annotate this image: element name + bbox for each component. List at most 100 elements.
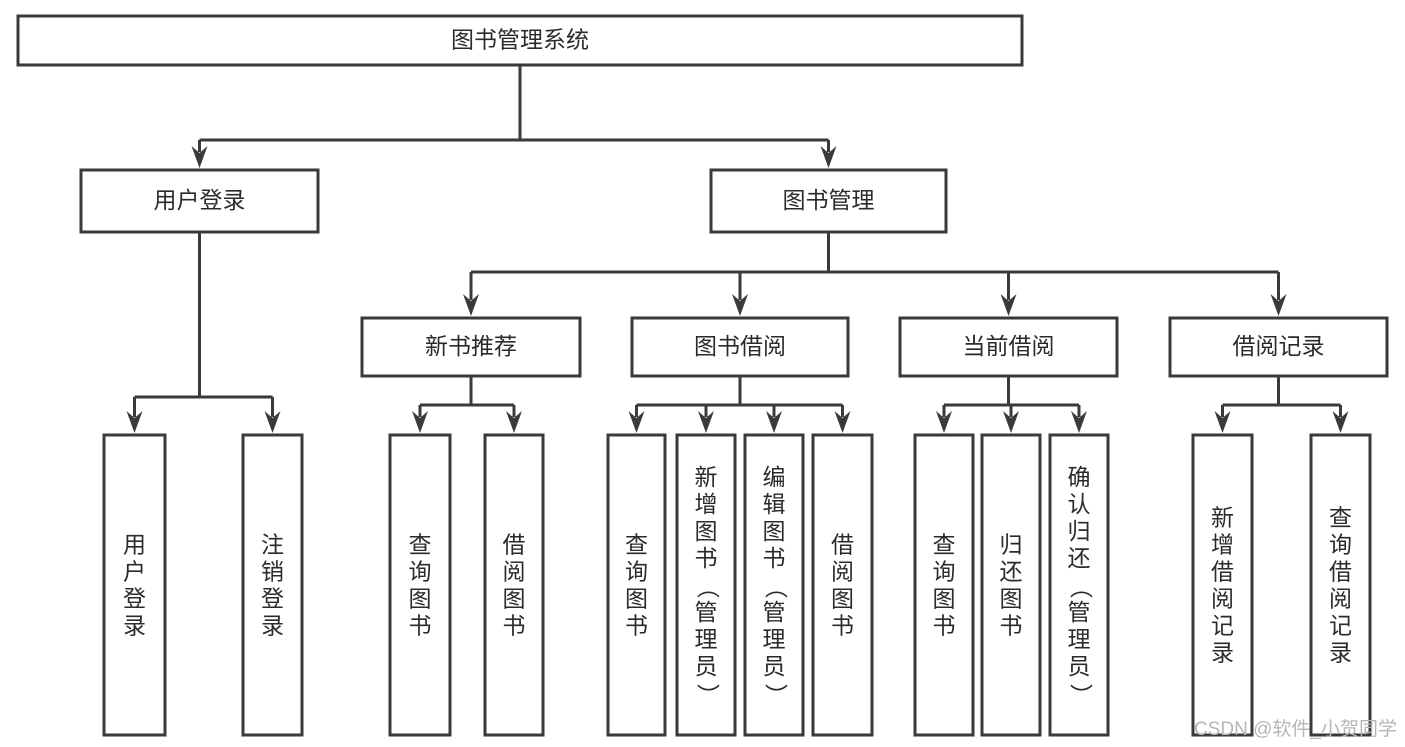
node-l3_0[interactable]: 新书推荐: [360, 316, 582, 378]
arrow-head-l4_4: [628, 411, 645, 433]
node-label-char-l4_2-0: 查: [409, 532, 432, 558]
node-l3_3[interactable]: 借阅记录: [1168, 316, 1389, 378]
node-label-char-l4_2-1: 询: [409, 559, 432, 585]
arrow-head-l3_3: [1270, 294, 1287, 316]
node-label-char-l4_10-0: 确: [1068, 464, 1091, 490]
node-label-char-l4_2-3: 书: [409, 613, 432, 639]
node-label-char-l4_5-0: 新: [695, 464, 718, 490]
node-box-l4_7: [811, 433, 874, 737]
node-label-char-l4_10-6: 理: [1068, 626, 1091, 652]
node-label-char-l4_10-7: 员: [1068, 653, 1091, 679]
arrow-head-l4_3: [506, 411, 522, 433]
node-l2_0[interactable]: 用户登录: [79, 168, 320, 234]
node-l4_1[interactable]: 注销登录注销登录: [241, 433, 304, 737]
node-label-l3_0: 新书推荐: [425, 333, 517, 359]
node-box-l4_6: [743, 433, 805, 737]
node-label-char-l4_11-1: 增: [1211, 532, 1234, 558]
node-box-l4_4: [606, 433, 667, 737]
arrow-head-l3_2: [1000, 294, 1017, 316]
node-label-char-l4_5-7: 员: [695, 653, 718, 679]
node-l4_3[interactable]: 借阅图书借阅图书: [483, 433, 545, 737]
node-label-char-l4_7-1: 阅: [831, 559, 854, 585]
arrow-head-l4_7: [834, 411, 851, 433]
node-label-char-l4_6-6: 理: [763, 626, 786, 652]
node-label-l3_3: 借阅记录: [1233, 333, 1325, 359]
arrow-head-l3_0: [463, 294, 479, 316]
node-label-char-l4_0-1: 户: [123, 559, 146, 585]
node-label-char-l4_3-0: 借: [503, 532, 526, 558]
node-box-l4_10: [1048, 433, 1110, 737]
node-box-l2_1: [709, 168, 948, 234]
node-label-char-l4_1-2: 登: [261, 586, 284, 612]
arrow-head-l4_2: [412, 411, 428, 433]
node-label-char-l4_6-1: 辑: [763, 491, 786, 517]
node-l4_8[interactable]: 查询图书查询图书: [913, 433, 975, 737]
node-label-char-l4_4-1: 询: [625, 559, 648, 585]
node-label-char-l4_4-2: 图: [625, 586, 648, 612]
node-label-char-l4_11-2: 借: [1211, 559, 1234, 585]
node-l4_7[interactable]: 借阅图书借阅图书: [811, 433, 874, 737]
node-label-char-l4_5-1: 增: [695, 491, 718, 517]
node-box-l4_8: [913, 433, 975, 737]
node-label-char-l4_10-2: 归: [1068, 518, 1091, 544]
node-l4_2[interactable]: 查询图书查询图书: [388, 433, 452, 737]
node-label-char-l4_6-7: 员: [763, 653, 786, 679]
node-l3_1[interactable]: 图书借阅: [630, 316, 850, 378]
node-label-char-l4_5-6: 理: [695, 626, 718, 652]
node-root[interactable]: 图书管理系统: [16, 14, 1024, 67]
node-label-char-l4_0-2: 登: [123, 586, 146, 612]
arrow-head-l4_10: [1071, 411, 1087, 433]
node-box-l4_3: [483, 433, 545, 737]
node-label-char-l4_8-0: 查: [933, 532, 956, 558]
node-box-l2_0: [79, 168, 320, 234]
node-label-char-l4_7-0: 借: [831, 532, 854, 558]
node-l4_0[interactable]: 用户登录用户登录: [102, 433, 167, 737]
node-l4_4[interactable]: 查询图书查询图书: [606, 433, 667, 737]
node-l2_1[interactable]: 图书管理: [709, 168, 948, 234]
node-label-char-l4_9-0: 归: [1000, 532, 1023, 558]
node-box-l4_2: [388, 433, 452, 737]
node-l3_2[interactable]: 当前借阅: [898, 316, 1119, 378]
node-label-char-l4_1-0: 注: [261, 532, 284, 558]
node-label-root: 图书管理系统: [451, 27, 589, 53]
arrow-head-l4_5: [698, 411, 714, 433]
node-label-char-l4_1-3: 录: [261, 613, 284, 639]
node-label-char-l4_3-2: 图: [503, 586, 526, 612]
node-label-char-l4_12-3: 阅: [1329, 586, 1352, 612]
node-label-char-l4_10-8: ）: [1068, 684, 1094, 707]
node-label-char-l4_4-3: 书: [625, 613, 648, 639]
node-l4_12[interactable]: 查询借阅记录查询借阅记录: [1309, 433, 1372, 737]
node-l4_11[interactable]: 新增借阅记录新增借阅记录: [1191, 433, 1254, 737]
node-box-l4_9: [980, 433, 1042, 737]
node-l4_9[interactable]: 归还图书归还图书: [980, 433, 1042, 737]
node-label-char-l4_11-3: 阅: [1211, 586, 1234, 612]
node-label-l2_0: 用户登录: [154, 187, 246, 213]
node-label-char-l4_0-3: 录: [123, 613, 146, 639]
node-label-char-l4_6-5: 管: [763, 599, 786, 625]
node-label-char-l4_1-1: 销: [261, 559, 284, 585]
node-box-l4_1: [241, 433, 304, 737]
arrow-head-l4_6: [766, 411, 782, 433]
node-label-l3_2: 当前借阅: [963, 333, 1055, 359]
node-label-char-l4_10-1: 认: [1068, 491, 1091, 517]
arrow-head-l4_9: [1003, 411, 1019, 433]
node-box-root: [16, 14, 1024, 67]
node-label-char-l4_12-0: 查: [1329, 505, 1352, 531]
node-label-char-l4_10-4: （: [1068, 576, 1094, 599]
node-label-char-l4_7-3: 书: [831, 613, 854, 639]
node-label-char-l4_6-2: 图: [763, 518, 786, 544]
edges-layer: [126, 65, 1349, 433]
node-label-char-l4_6-4: （: [763, 576, 789, 599]
node-label-char-l4_5-4: （: [695, 576, 721, 599]
node-label-char-l4_5-2: 图: [695, 518, 718, 544]
node-label-char-l4_2-2: 图: [409, 586, 432, 612]
node-box-l4_11: [1191, 433, 1254, 737]
node-label-char-l4_8-2: 图: [933, 586, 956, 612]
node-label-char-l4_5-3: 书: [695, 545, 718, 571]
node-label-char-l4_9-3: 书: [1000, 613, 1023, 639]
node-box-l4_12: [1309, 433, 1372, 737]
